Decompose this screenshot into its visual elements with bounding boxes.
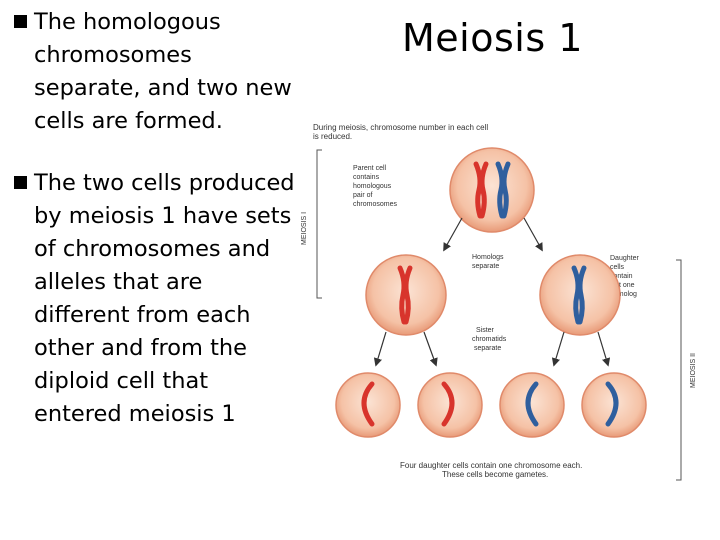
bullet-item: The two cells produced by meiosis 1 have…: [12, 167, 302, 431]
blue-chromatid-icon: [525, 381, 539, 427]
gamete-cell: [499, 372, 565, 438]
gamete-cell: [581, 372, 647, 438]
meiosis-2-label: MEIOSIS II: [690, 353, 697, 388]
daughter-label-line: contain: [610, 273, 633, 280]
parent-cell: [449, 147, 535, 233]
bullet-text: The two cells produced by meiosis 1 have…: [34, 170, 295, 427]
meiosis-1-label: MEIOSIS I: [301, 212, 308, 245]
sister-label-line: separate: [474, 345, 501, 352]
caption-top: During meiosis, chromosome number in eac…: [313, 123, 490, 141]
red-chromatid-icon: [361, 381, 375, 427]
parent-label-line: chromosomes: [353, 201, 397, 208]
parent-label-line: contains: [353, 174, 380, 181]
parent-label-line: pair of: [353, 192, 373, 199]
red-chromosome-icon: [397, 265, 413, 325]
bullet-list: The homologous chromosomes separate, and…: [12, 6, 302, 460]
homologs-label: Homologs separate: [472, 254, 505, 270]
sister-label-line: chromatids: [472, 336, 507, 343]
parent-label-line: homologous: [353, 183, 392, 190]
meiosis-2-bracket: [676, 259, 682, 481]
parent-label-line: Parent cell: [353, 165, 387, 172]
arrow-icon: [423, 331, 438, 367]
blue-chromosome-icon: [571, 265, 587, 325]
caption-bottom-line: Four daughter cells contain one chromoso…: [400, 461, 582, 470]
sister-label-line: Sister: [476, 327, 495, 334]
meiosis-1-bracket: [316, 149, 322, 299]
homologs-label-line: Homologs: [472, 254, 504, 261]
red-chromosome-pair-icon: [473, 161, 489, 219]
daughter-label-line: Daughter: [610, 255, 639, 262]
daughter-cell-left: [365, 254, 447, 336]
caption-bottom: Four daughter cells contain one chromoso…: [400, 461, 585, 479]
meiosis-diagram: During meiosis, chromosome number in eac…: [301, 123, 697, 481]
red-chromatid-icon: [441, 381, 455, 427]
blue-chromosome-pair-icon: [495, 161, 511, 219]
caption-top-line: During meiosis, chromosome number in eac…: [313, 123, 488, 132]
square-bullet-icon: [14, 15, 27, 28]
sister-chromatids-label: Sister chromatids separate: [472, 327, 508, 352]
blue-chromatid-icon: [605, 381, 619, 427]
caption-top-line: is reduced.: [313, 132, 352, 141]
daughter-label-line: homolog: [610, 291, 637, 298]
bullet-text: The homologous chromosomes separate, and…: [34, 9, 292, 134]
homologs-label-line: separate: [472, 263, 499, 270]
arrow-icon: [443, 217, 463, 252]
arrow-icon: [373, 331, 387, 367]
arrow-icon: [597, 331, 611, 367]
parent-cell-label: Parent cell contains homologous pair of …: [353, 165, 397, 208]
arrow-icon: [523, 217, 543, 252]
daughter-cell-right: [539, 254, 621, 336]
caption-bottom-line: These cells become gametes.: [442, 470, 548, 479]
daughter-cells-label: Daughter cells contain just one homolog: [609, 255, 641, 298]
gamete-cell: [417, 372, 483, 438]
slide-title: Meiosis 1: [402, 16, 583, 60]
gamete-cell: [335, 372, 401, 438]
arrow-icon: [551, 331, 565, 367]
square-bullet-icon: [14, 176, 27, 189]
daughter-label-line: just one: [609, 282, 635, 289]
bullet-item: The homologous chromosomes separate, and…: [12, 6, 302, 138]
daughter-label-line: cells: [610, 264, 625, 271]
